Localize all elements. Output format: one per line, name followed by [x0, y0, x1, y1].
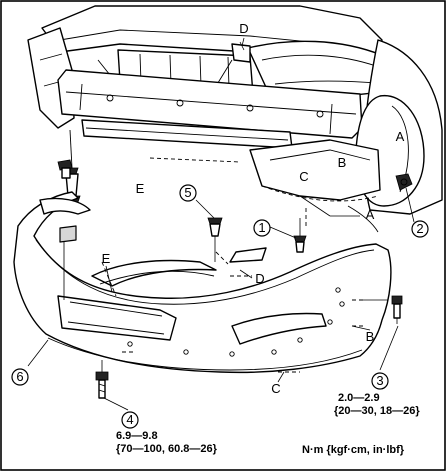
reference-letter-e-lower: E: [101, 251, 111, 266]
callout-label-6: 6: [16, 369, 24, 384]
callout-label-2: 2: [416, 221, 424, 236]
reference-letter-d-lower: D: [255, 271, 265, 286]
torque-spec-4-line2: {70—100, 60.8—26}: [116, 443, 217, 455]
callout-circle-4: [121, 411, 139, 429]
front-bumper: [13, 191, 392, 374]
reference-letter-b-upper: B: [337, 155, 347, 170]
callout-label-4: 4: [126, 412, 134, 427]
callout-circle-6: [11, 368, 29, 386]
torque-spec-3-line2: {20—30, 18—26}: [334, 405, 420, 417]
reference-letter-e-upper: E: [135, 181, 145, 196]
fasteners: [57, 159, 403, 399]
reference-letter-b-lower: B: [365, 329, 375, 344]
vehicle-front-structure: [27, 5, 443, 233]
callout-label-1: 1: [258, 220, 266, 235]
reference-letter-c-lower: C: [271, 381, 281, 396]
torque-spec-4-line1: 6.9—9.8: [116, 430, 158, 442]
reference-letter-a-upper: A: [395, 129, 405, 144]
callout-circles: [11, 184, 429, 429]
reference-letter-d-upper: D: [239, 21, 249, 36]
callout-circle-5: [179, 184, 197, 202]
torque-units-legend: N·m {kgf·cm, in·lbf}: [302, 444, 405, 456]
callout-label-3: 3: [376, 373, 384, 388]
leader-lines: [27, 41, 415, 411]
torque-spec-3-line1: 2.0—2.9: [338, 392, 380, 404]
callout-circle-2: [411, 220, 429, 238]
callout-circle-3: [371, 372, 389, 390]
reference-letter-c-upper: C: [299, 169, 309, 184]
reference-letter-a-lower: A: [365, 207, 375, 222]
callout-circle-1: [253, 219, 271, 237]
callout-label-5: 5: [184, 185, 192, 200]
